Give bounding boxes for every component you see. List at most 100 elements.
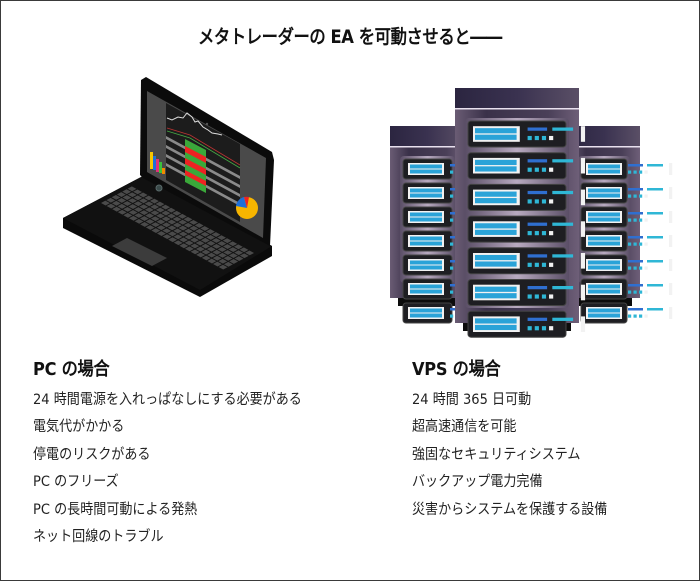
list-item: PC の長時間可動による発熱	[33, 501, 198, 518]
keyboard-key	[139, 198, 148, 204]
keyboard-key	[161, 216, 171, 222]
keyboard-key	[218, 258, 228, 264]
keyboard-key	[217, 247, 227, 252]
list-item: 24 時間電源を入れっぱなしにする必要がある	[33, 392, 302, 408]
vps-heading: VPS の場合	[412, 359, 501, 380]
list-item: PC のフリーズ	[33, 474, 119, 491]
keyboard-key	[211, 238, 221, 243]
keyboard-key	[150, 210, 160, 216]
keyboard-key	[117, 203, 127, 209]
keyboard-key	[117, 198, 127, 203]
keyboard-key	[133, 201, 143, 207]
server-unit	[580, 278, 673, 300]
screen-price-line	[166, 112, 223, 136]
keyboard-key	[145, 219, 155, 225]
keyboard-key	[183, 222, 193, 228]
vps-list: 24 時間 365 日可動 超高速通信を可能 強固なセキュリティシステム バック…	[412, 387, 629, 524]
keyboard-key	[228, 247, 238, 253]
server-unit	[402, 254, 495, 276]
keyboard-key	[122, 201, 132, 206]
keyboard-key	[217, 235, 227, 241]
keyboard-key	[190, 237, 199, 243]
keyboard-key	[172, 222, 182, 228]
keyboard-key	[134, 207, 143, 213]
keyboard-key	[140, 222, 150, 227]
keyboard-key	[133, 195, 143, 201]
keyboard-key	[128, 210, 138, 215]
keyboard-key	[184, 234, 194, 240]
keyboard-key	[179, 237, 189, 243]
keyboard-key	[151, 228, 161, 233]
keyboard-key	[201, 243, 211, 249]
list-item: 災害からシステムを保護する設備	[412, 501, 608, 518]
list-item: ネット回線のトラブル	[33, 529, 164, 546]
webcam-icon	[205, 122, 209, 126]
keyboard-key	[129, 215, 138, 221]
keyboard-key	[190, 243, 200, 249]
list-item: 超高速通信を可能	[412, 419, 517, 436]
screen-pie-chart	[236, 196, 258, 219]
keyboard-key	[144, 195, 154, 201]
keyboard-key	[178, 231, 188, 237]
keyboard-key	[223, 250, 233, 255]
keyboard-key	[195, 228, 204, 234]
touchpad-icon	[112, 238, 167, 266]
keyboard-key	[150, 216, 160, 222]
keyboard-key	[184, 228, 194, 234]
keyboard-key	[212, 243, 222, 249]
keyboard-key	[123, 212, 133, 218]
keyboard-key	[128, 198, 138, 204]
keyboard-key	[173, 228, 183, 234]
keyboard-key	[173, 234, 183, 240]
keyboard-key	[179, 243, 189, 249]
keyboard-key	[156, 213, 166, 219]
keyboard-key	[207, 258, 217, 264]
list-item: バックアップ電力完備	[412, 474, 543, 491]
keyboard-key	[111, 194, 121, 200]
list-item: 24 時間 365 日可動	[412, 392, 532, 408]
keyboard-key	[156, 219, 166, 225]
keyboard-key	[200, 226, 210, 231]
keyboard-key	[139, 210, 149, 216]
keyboard-key	[173, 240, 183, 246]
keyboard-key	[149, 198, 159, 204]
keyboard-key	[184, 240, 194, 246]
pc-section: PC の場合 24 時間電源を入れっぱなしにする必要がある 電気代がかかる 停電…	[33, 355, 332, 551]
keyboard-key	[195, 234, 205, 240]
keyboard-key	[167, 213, 176, 219]
keyboard-key	[206, 246, 216, 252]
keyboard-key	[213, 261, 222, 267]
keyboard-key	[167, 225, 177, 231]
keyboard-key	[112, 206, 122, 212]
keyboard-key	[177, 213, 187, 219]
keyboard-key	[189, 225, 199, 231]
keyboard-key	[207, 252, 217, 258]
keyboard-key	[201, 255, 211, 261]
keyboard-key	[245, 250, 255, 256]
server-unit	[467, 183, 586, 211]
keyboard-key	[161, 210, 171, 216]
keyboard-key	[172, 216, 182, 222]
keyboard-key	[178, 225, 188, 231]
keyboard-key	[234, 256, 244, 262]
keyboard-key	[111, 200, 121, 206]
keyboard-key	[183, 216, 193, 222]
server-unit	[580, 182, 673, 204]
keyboard-key	[239, 253, 249, 259]
keyboard-key	[155, 207, 165, 213]
keyboard-key	[162, 234, 172, 240]
keyboard-key	[212, 255, 222, 261]
server-rack-center	[455, 88, 586, 338]
keyboard-key	[189, 231, 199, 237]
pc-heading: PC の場合	[33, 359, 110, 380]
power-button-icon	[155, 184, 163, 192]
keyboard-key	[162, 222, 171, 228]
pc-list: 24 時間電源を入れっぱなしにする必要がある 電気代がかかる 停電のリスクがある…	[33, 387, 332, 551]
keyboard-key	[162, 228, 172, 234]
keyboard-key	[200, 231, 210, 237]
keyboard-key	[139, 216, 149, 221]
keyboard-key	[134, 218, 144, 224]
keyboard-key	[155, 201, 165, 207]
vps-section: VPS の場合 24 時間 365 日可動 超高速通信を可能 強固なセキュリティ…	[412, 355, 629, 524]
keyboard-key	[161, 204, 171, 210]
